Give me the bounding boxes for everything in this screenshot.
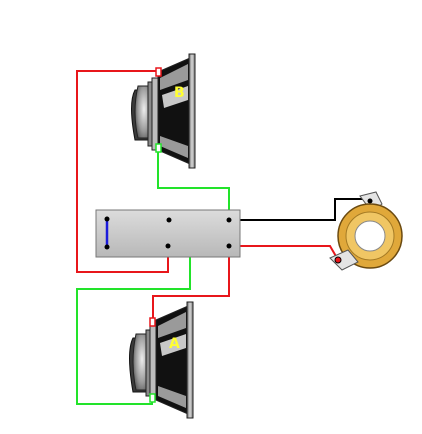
- speaker-a-label: A: [169, 336, 180, 352]
- terminal-lug: [165, 243, 171, 249]
- terminal-lug: [226, 217, 232, 223]
- wire-red-speaker-b: [76, 70, 169, 273]
- terminal-lug: [226, 243, 232, 249]
- speaker-b: B: [131, 53, 196, 169]
- terminal-lug: [166, 217, 172, 223]
- speaker-b-label: B: [174, 85, 185, 101]
- speaker-a: A: [129, 301, 194, 419]
- wire-red-jack-sleeve: [229, 245, 338, 259]
- output-jack: [329, 191, 403, 271]
- wire-green-speaker-b: [157, 150, 230, 220]
- wire-red-speaker-a: [152, 246, 230, 326]
- terminal-block: [95, 209, 241, 258]
